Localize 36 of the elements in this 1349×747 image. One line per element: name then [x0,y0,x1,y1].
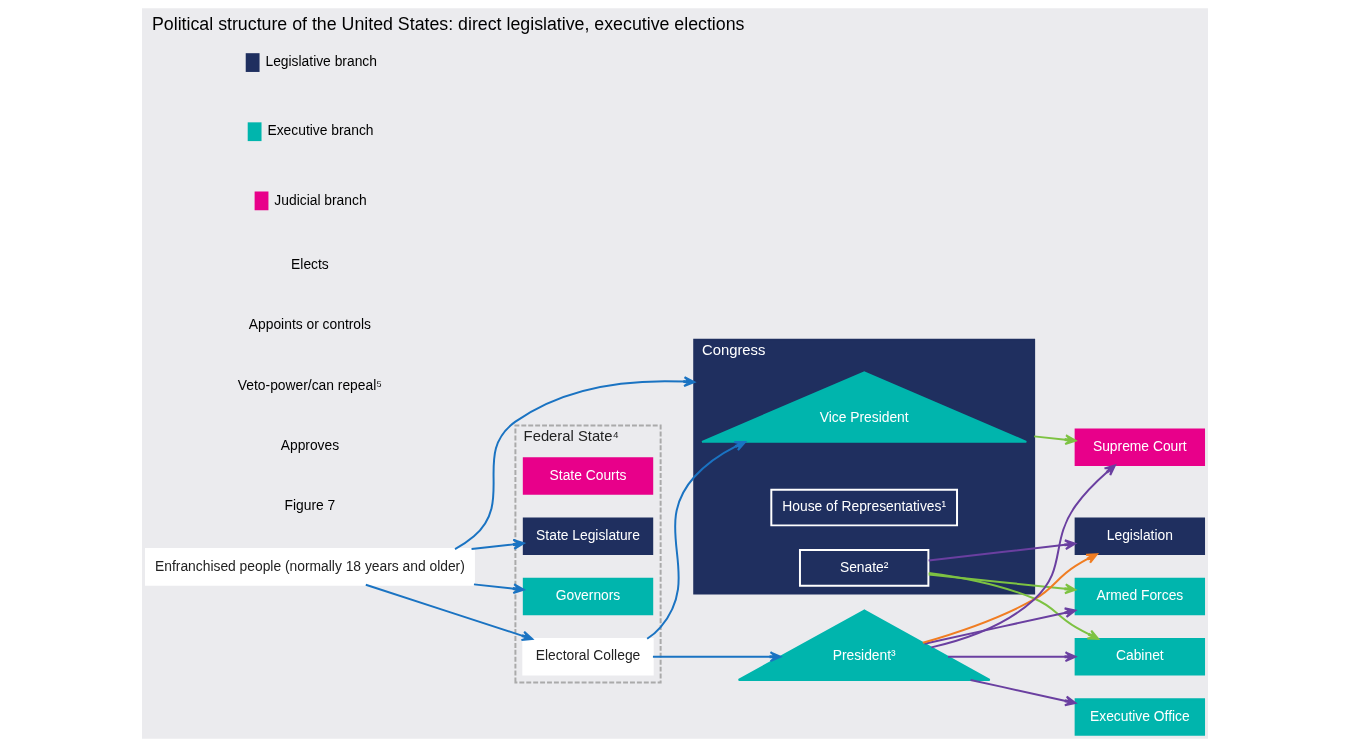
arrow [927,571,1099,640]
arrow [645,440,746,640]
arrow [472,583,525,595]
arrow [651,651,781,663]
diagram-title: Political structure of the United States: direct legislative, executive elections [151,14,744,35]
node-box: Executive Office [1074,698,1205,736]
legend-label: Executive branch [266,122,374,139]
node-box: Armed Forces [1074,577,1205,616]
node-box: House of Representatives¹ [769,488,958,527]
node-box: Senate² [798,549,929,587]
arrow [453,376,695,551]
node-box: Supreme Court [1074,428,1205,467]
node-box: Governors [522,577,653,616]
label: Figure 7 [284,497,335,514]
legend-label: Elects [290,256,329,273]
legend-label: Veto-power/can repeal⁵ [237,376,382,393]
arrow [927,539,1076,562]
arrow [946,651,1076,663]
node-box: Enfranchised people (normally 18 years and older) [144,548,475,586]
arrow [929,464,1116,649]
node-box: Electoral College [521,638,654,676]
arrow [470,538,525,551]
node-box: Cabinet [1074,638,1205,676]
arrow [923,607,1076,645]
arrow [921,553,1098,644]
arrow [1032,434,1076,446]
legend-label: Approves [280,437,339,454]
legend-label: Appoints or controls [248,316,371,333]
arrow [969,679,1076,707]
legend-label: Legislative branch [264,53,377,70]
node-box: Legislation [1074,517,1205,555]
node-box: State Courts [522,457,653,495]
node-box: State Legislature [522,517,653,555]
arrow [927,573,1076,595]
arrow [364,583,533,642]
legend-label: Judicial branch [273,191,367,208]
